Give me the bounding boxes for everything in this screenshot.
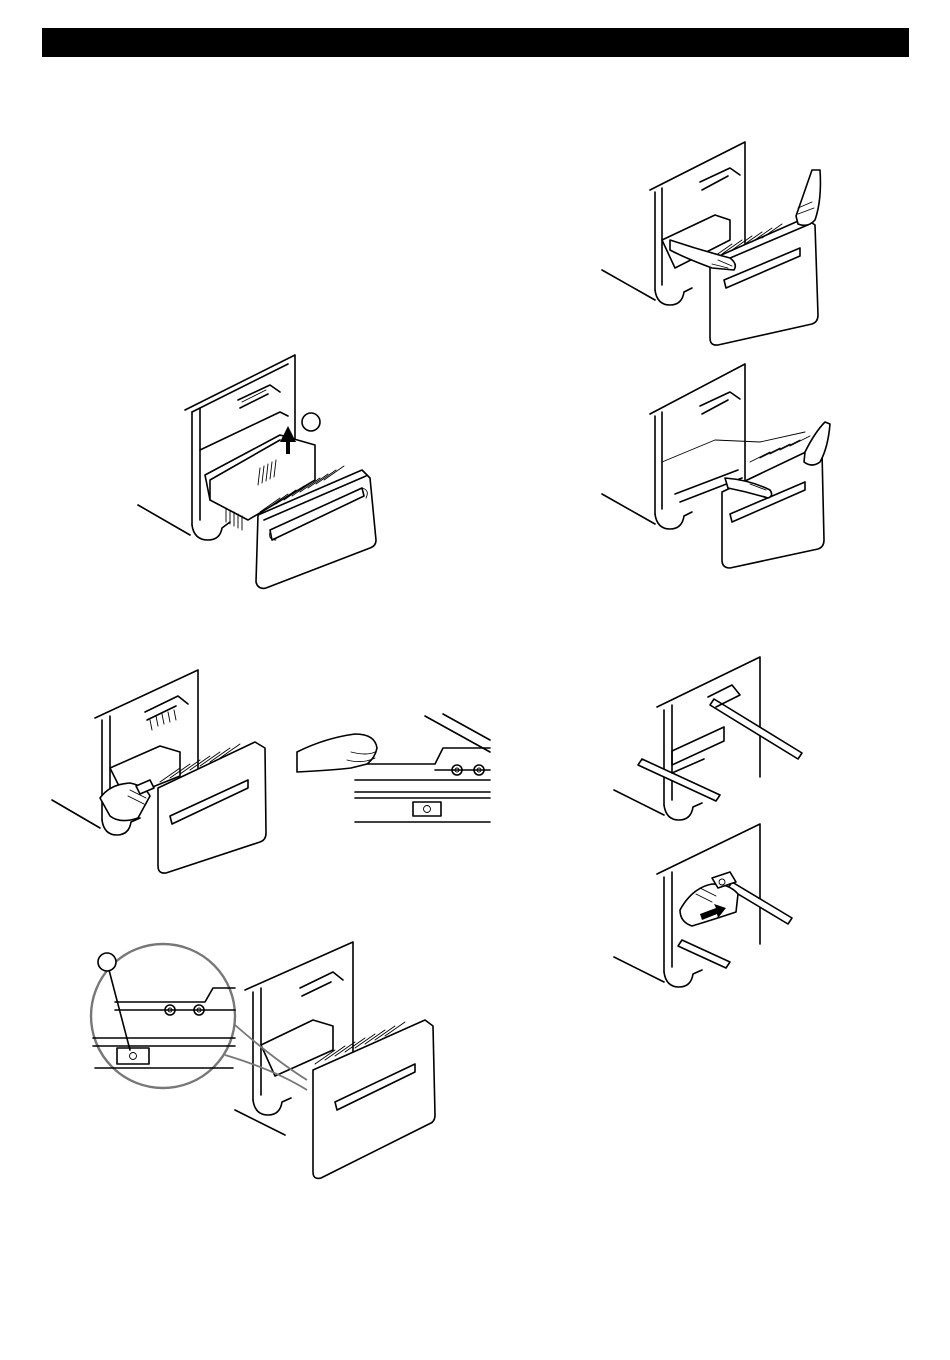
drawer-pull-illustration [600, 140, 830, 345]
rails-push-illustration [612, 822, 812, 997]
drawer-lift-illustration [600, 362, 830, 568]
rail-clip-illustration [50, 668, 270, 878]
drawer-basket-lift-illustration [130, 350, 380, 590]
rail-clip-detail-illustration [295, 712, 490, 827]
callout-circle [98, 953, 116, 971]
rail-clip-magnifier-illustration [85, 940, 440, 1180]
callout-circle [302, 413, 320, 431]
section-header-bar [42, 28, 909, 57]
rails-extended-illustration [612, 655, 812, 835]
